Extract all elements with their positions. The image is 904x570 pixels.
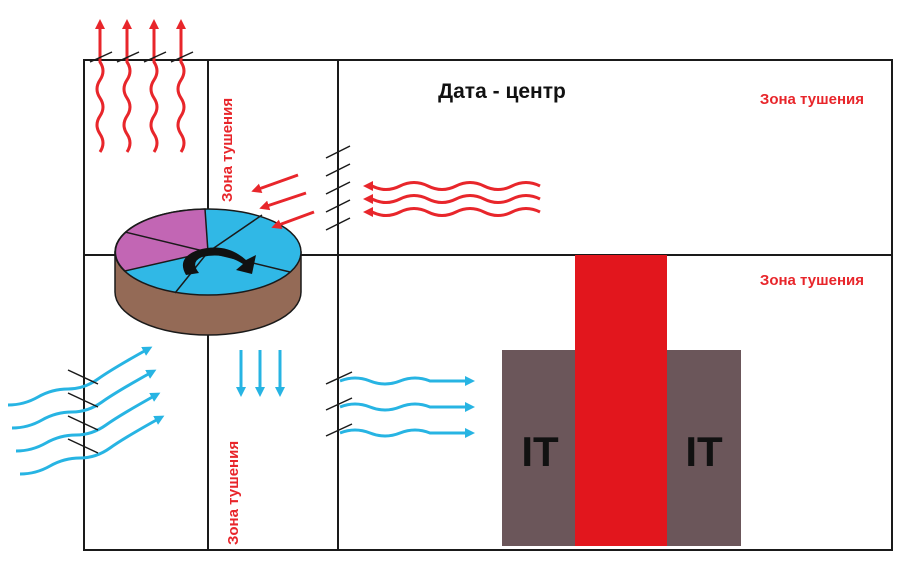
hot-return-arrows xyxy=(363,181,541,217)
it-label-right: IT xyxy=(685,428,723,475)
zone-label-mid-right: Зона тушения xyxy=(760,272,864,289)
hot-air-arrow-icon xyxy=(251,173,299,194)
hot-air-arrow-icon xyxy=(271,210,315,229)
filter-hatch-icon xyxy=(325,371,353,437)
hot-air-arrow-icon xyxy=(363,207,541,217)
hot-air-arrow-icon xyxy=(363,194,541,204)
cold-supply-arrows xyxy=(339,376,475,438)
wheel-spoke xyxy=(207,214,263,253)
cold-air-arrow-icon xyxy=(7,346,153,407)
cold-down-arrows xyxy=(236,350,285,397)
hot-aisle-column xyxy=(575,255,667,546)
hot-into-wheel-arrows xyxy=(251,173,315,229)
zone-label-top-right: Зона тушения xyxy=(760,91,864,108)
hot-air-arrow-icon xyxy=(363,181,541,191)
zone-label-vertical-top: Зона тушения xyxy=(219,98,236,202)
page-title: Дата - центр xyxy=(438,80,566,103)
hot-air-arrow-icon xyxy=(259,191,307,211)
it-label-left: IT xyxy=(521,428,559,475)
rotation-arrow-icon xyxy=(182,247,256,275)
zone-label-vertical-bottom: Зона тушения xyxy=(225,441,242,545)
cold-air-arrow-icon xyxy=(339,428,475,438)
wheel-top-pink-sector xyxy=(114,208,209,272)
it-racks-group: IT IT xyxy=(502,255,741,546)
filter-hatch-icon xyxy=(325,145,351,231)
cold-air-arrow-icon xyxy=(339,376,475,386)
filter-hatch-icon xyxy=(67,369,99,454)
cold-air-arrow-icon xyxy=(11,369,157,430)
rotary-heat-exchanger-icon xyxy=(114,208,302,336)
cold-air-arrow-icon xyxy=(339,402,475,412)
hot-air-arrow-icon xyxy=(176,19,186,153)
hot-air-arrow-icon xyxy=(122,19,132,153)
cold-air-arrow-icon xyxy=(19,415,165,476)
hot-air-arrow-icon xyxy=(149,19,159,153)
hot-air-arrow-icon xyxy=(95,19,105,153)
filter-hatch-icon xyxy=(89,51,194,63)
cold-air-arrow-icon xyxy=(15,392,161,453)
hot-exhaust-arrows xyxy=(95,19,186,153)
cold-intake-arrows xyxy=(7,346,165,476)
it-rack-left xyxy=(502,350,577,546)
it-rack-right xyxy=(665,350,741,546)
